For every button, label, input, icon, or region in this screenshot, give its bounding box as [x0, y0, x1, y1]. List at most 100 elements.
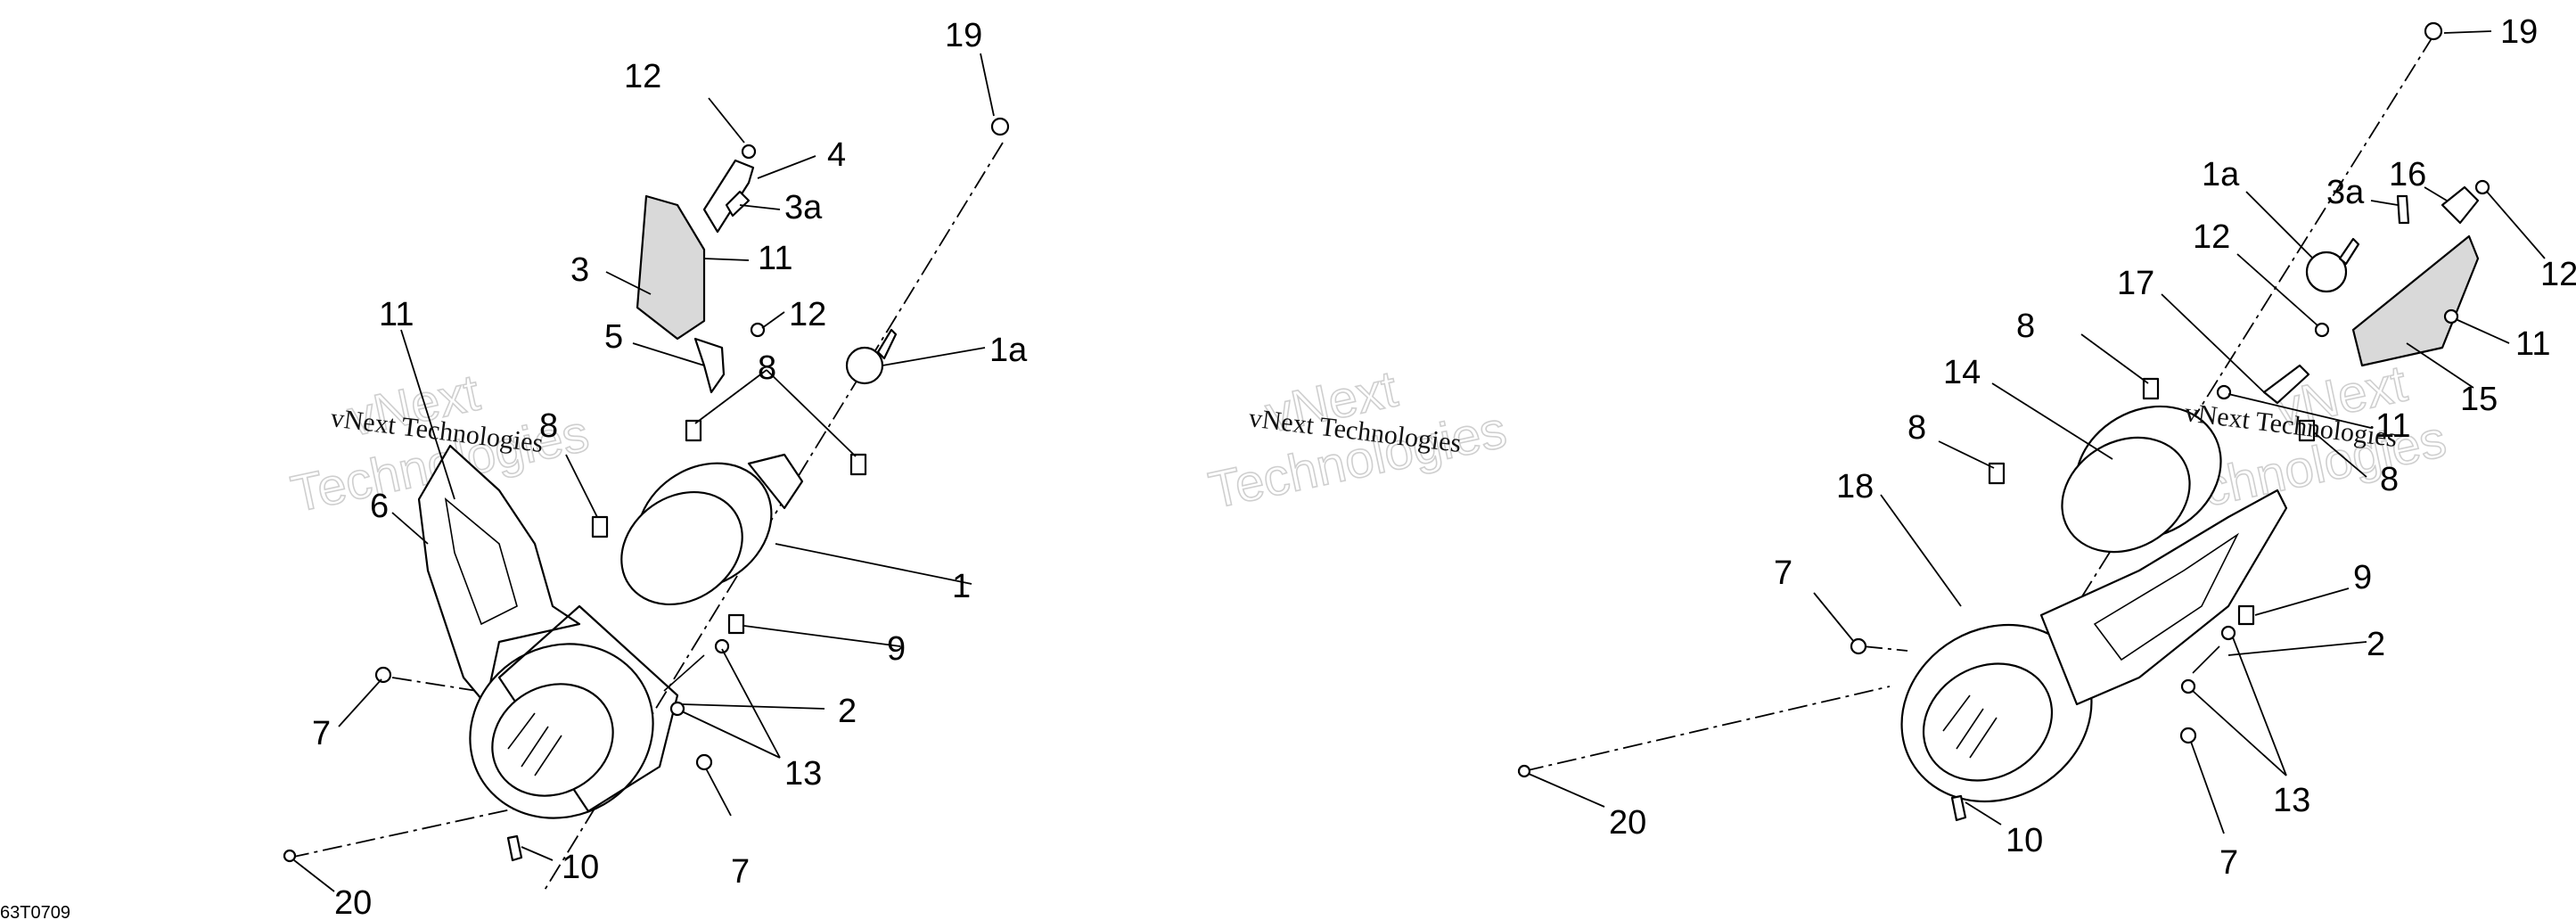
bulb-1a [845, 346, 884, 385]
leader-13 [2192, 637, 2287, 776]
axis-line-bottom [1523, 686, 1891, 772]
washer-13a [2220, 625, 2236, 641]
leader-11a [703, 258, 750, 261]
callout-10: 10 [2006, 822, 2043, 859]
callout-9: 9 [2353, 559, 2372, 596]
axis-line [543, 142, 1004, 892]
callout-13: 13 [2273, 782, 2310, 819]
leader-15 [2406, 342, 2474, 389]
clip-8b [2298, 419, 2316, 442]
leader-19 [2443, 30, 2492, 34]
housing-18-ribs [1942, 694, 1998, 759]
washer-13b [2180, 678, 2196, 694]
clip-8a [2142, 377, 2160, 400]
bolt-10 [1950, 794, 1967, 822]
leader-1a [882, 347, 986, 366]
callout-11: 11 [379, 296, 414, 333]
bracket-17 [2262, 364, 2310, 405]
drawing-code: 63T0709 [0, 903, 70, 920]
nut-20 [283, 849, 297, 863]
bracket-5 [693, 337, 726, 394]
leader-20 [293, 859, 335, 892]
leader-3 [605, 271, 652, 295]
leader-9 [2254, 587, 2350, 616]
callout-13: 13 [784, 755, 822, 793]
housing-opening [491, 683, 614, 797]
screw-12b [2314, 322, 2330, 338]
leader-16 [2424, 186, 2448, 201]
callout-14: 14 [1943, 354, 1981, 391]
leader-7a [1813, 592, 1855, 643]
callout-3a: 3a [2326, 174, 2365, 211]
callout-3a: 3a [784, 189, 823, 226]
callout-8: 8 [1907, 409, 1926, 447]
screw-12b [750, 322, 766, 338]
callout-7: 7 [2219, 844, 2238, 882]
bulb-1a [2305, 251, 2348, 293]
headlamp-1-lens [620, 490, 743, 606]
leader-4 [757, 155, 816, 179]
screw-7a [1850, 637, 1867, 655]
leader-2 [2227, 641, 2367, 656]
callout-12: 12 [2193, 218, 2230, 256]
bolt-10 [506, 834, 523, 862]
leader-7a [338, 678, 382, 727]
leader-8b [766, 369, 857, 457]
callout-4: 4 [827, 136, 846, 174]
callout-11: 11 [2375, 407, 2410, 445]
callout-3: 3 [570, 251, 589, 289]
callout-7: 7 [731, 853, 750, 891]
leader-17 [2161, 293, 2265, 393]
clip-8a [685, 419, 702, 442]
axis-line-screw7 [1862, 645, 1908, 652]
axis-line-screw7 [391, 677, 478, 692]
callout-20: 20 [1609, 804, 1646, 842]
clip-9 [2237, 604, 2255, 626]
callout-20: 20 [334, 884, 372, 920]
clip-9 [727, 613, 745, 635]
bracket-6-window [444, 497, 518, 626]
leader-7b [2190, 741, 2225, 834]
leader-19 [980, 53, 995, 117]
leader-1a [2245, 191, 2314, 259]
callout-18: 18 [1836, 468, 1874, 505]
leader-8a [2080, 333, 2149, 384]
leader-5 [632, 342, 705, 366]
axis-line-bottom [289, 801, 545, 858]
headlamp-14-lens [2061, 436, 2191, 554]
bulb-1a-base [876, 328, 898, 360]
callout-19: 19 [945, 17, 982, 54]
side-light-15 [2351, 234, 2480, 367]
bulb-3a [725, 190, 751, 218]
callout-1a: 1a [989, 332, 1028, 369]
leader-12b [2236, 253, 2318, 326]
clip-8c [591, 515, 609, 538]
spring-2 [663, 654, 705, 692]
callout-1a: 1a [2202, 156, 2240, 193]
housing-18-opening [1922, 662, 2054, 782]
clip-8b [849, 453, 867, 476]
screw-11a [2443, 308, 2459, 324]
washer-13a [714, 638, 730, 654]
leader-10 [1965, 801, 2002, 826]
screw-7b [695, 753, 713, 771]
callout-8: 8 [2016, 308, 2035, 345]
bracket-16 [2441, 185, 2480, 225]
callout-7: 7 [1774, 554, 1793, 592]
leader-11b [400, 329, 455, 500]
callout-8: 8 [539, 407, 558, 445]
callout-12: 12 [789, 296, 826, 333]
screw-7a [374, 666, 392, 684]
callout-12: 12 [2540, 256, 2576, 293]
leader-13 [681, 648, 781, 759]
washer-13b [669, 701, 685, 717]
leader-1 [775, 543, 972, 585]
callout-15: 15 [2460, 381, 2498, 418]
callout-12: 12 [624, 58, 661, 95]
spring-2 [2192, 645, 2220, 674]
callout-2: 2 [2367, 626, 2385, 663]
leader-9 [743, 625, 901, 647]
side-light-3 [636, 194, 706, 341]
leader-3a [739, 204, 781, 210]
bracket-right-window [2093, 532, 2240, 661]
